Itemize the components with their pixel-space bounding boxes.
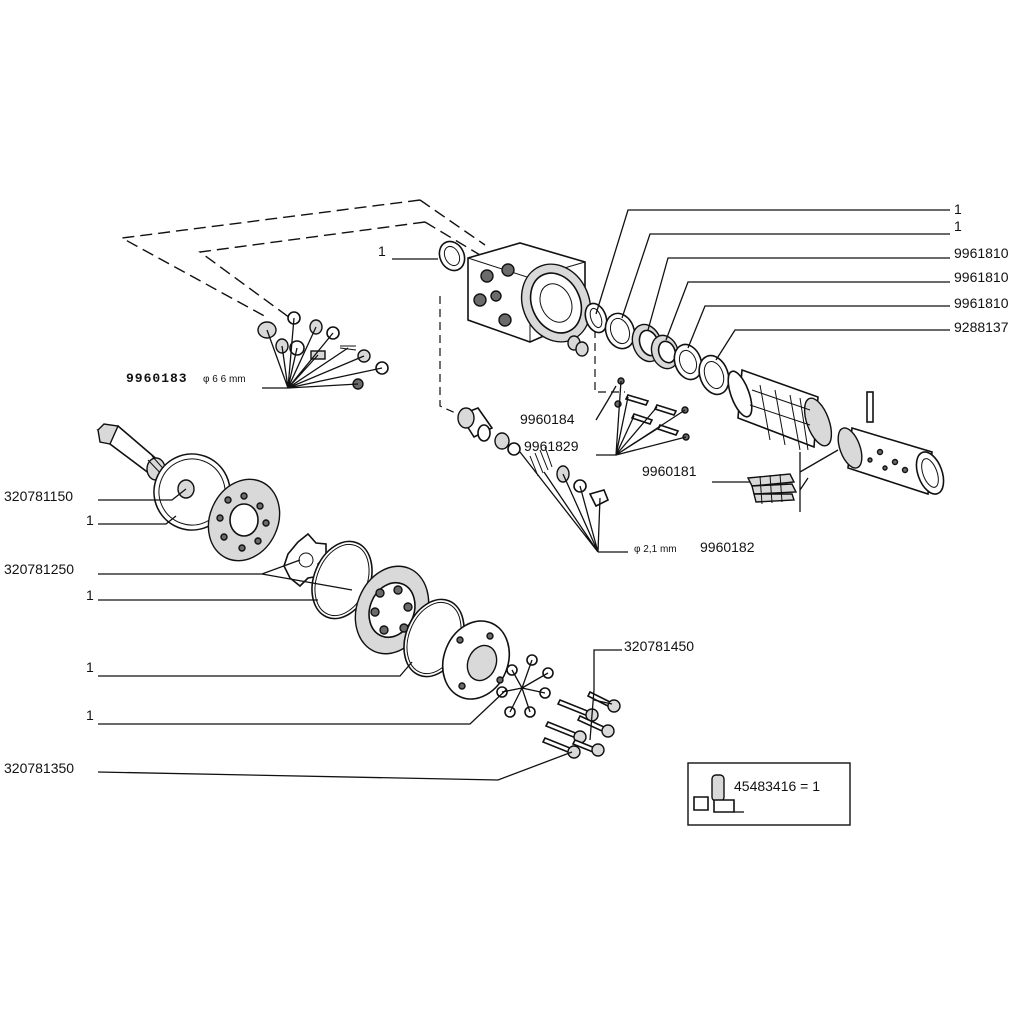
end-plate <box>441 620 511 700</box>
seal-ring-2 <box>604 312 636 350</box>
leader-9960183 <box>262 317 383 389</box>
spool <box>727 368 833 451</box>
seal-ring-6 <box>698 354 730 396</box>
leader-springs <box>799 449 839 512</box>
label-9960184: 9960184 <box>520 411 575 427</box>
label-9960183-dimension: φ 6 6 mm <box>203 374 246 385</box>
label-1-d: 1 <box>86 587 94 603</box>
cross-pin <box>866 391 874 423</box>
label-1-f: 1 <box>86 707 94 723</box>
check-valve-plug <box>457 407 494 442</box>
label-320781350: 320781350 <box>4 760 74 776</box>
relief-valve-parts <box>257 311 389 390</box>
housing-seal-ring <box>438 240 466 272</box>
label-9961810-b: 9961810 <box>954 269 1009 285</box>
label-9960181: 9960181 <box>642 463 697 479</box>
small-screw-plug <box>567 335 589 357</box>
label-9961829: 9961829 <box>524 438 579 454</box>
leader-9961829 <box>596 380 687 456</box>
seal-ring-4 <box>650 334 680 370</box>
drive-shaft <box>96 423 169 481</box>
label-1-c: 1 <box>86 512 94 528</box>
label-9960183: 9960183 <box>126 371 188 386</box>
leader-washers <box>501 659 549 713</box>
leader-lines <box>97 209 950 781</box>
label-1-left: 1 <box>378 243 386 259</box>
valve-housing <box>467 242 592 343</box>
dashed-guide-lines <box>119 199 625 417</box>
label-9961810-c: 9961810 <box>954 295 1009 311</box>
label-320781250: 320781250 <box>4 561 74 577</box>
label-9288137: 9288137 <box>954 319 1009 335</box>
label-9960182: 9960182 <box>700 539 755 555</box>
seal-ring-5 <box>673 343 703 381</box>
label-9960182-dimension: φ 2,1 mm <box>634 544 677 555</box>
centering-springs <box>746 473 798 505</box>
label-1-b: 1 <box>954 218 962 234</box>
sleeve <box>837 426 945 496</box>
manifold-plate <box>207 478 281 562</box>
bolts <box>541 690 621 759</box>
label-320781450: 320781450 <box>624 638 694 654</box>
seal-kit-label: 45483416 = 1 <box>734 778 820 794</box>
label-9961810-a: 9961810 <box>954 245 1009 261</box>
label-1-e: 1 <box>86 659 94 675</box>
label-1-a: 1 <box>954 201 962 217</box>
label-320781150: 320781150 <box>4 488 73 504</box>
seal-kit-box <box>687 762 851 826</box>
seal-ring-1 <box>584 302 608 334</box>
check-valve-balls <box>494 432 610 508</box>
